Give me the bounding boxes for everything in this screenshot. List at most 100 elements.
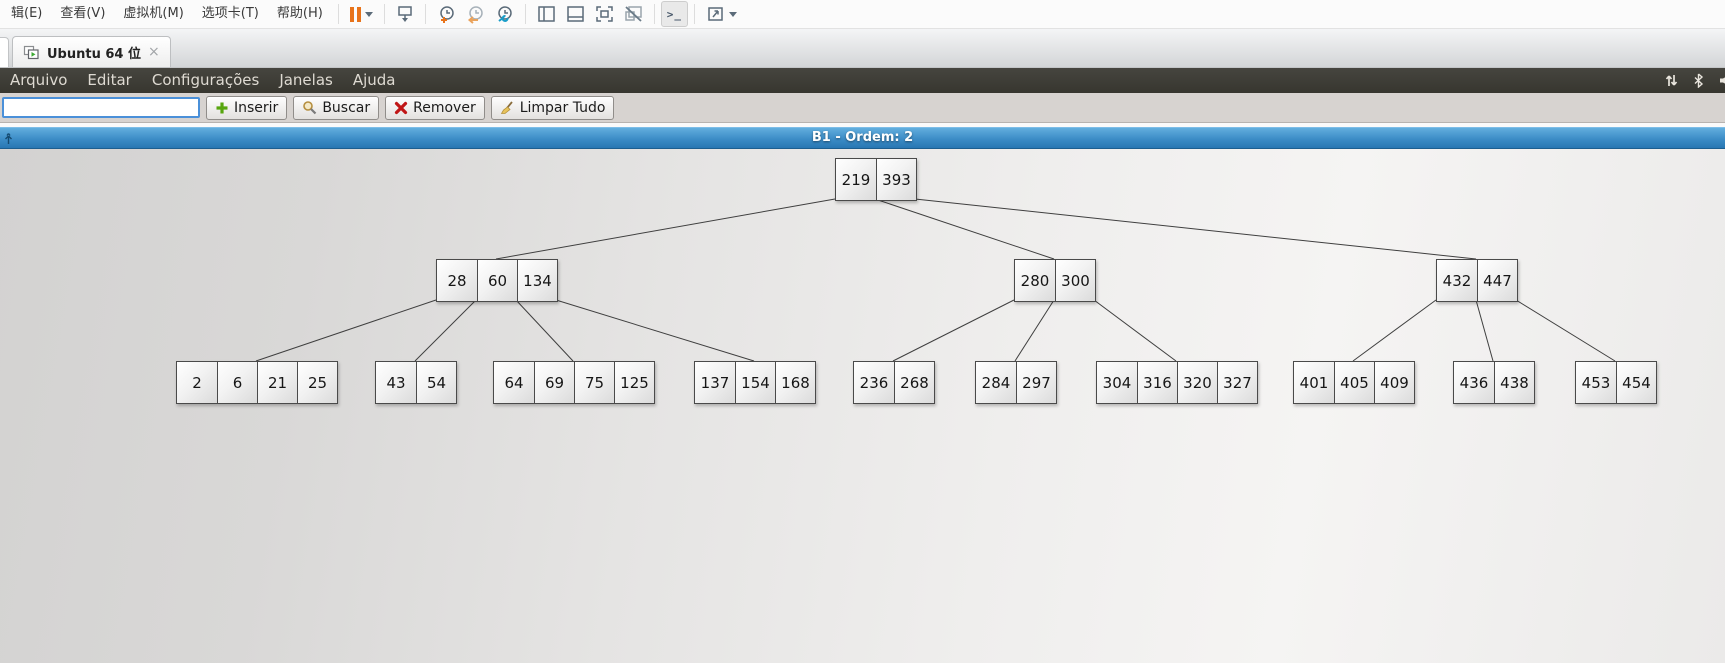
library-panel-icon bbox=[538, 6, 555, 22]
toolbar-separator bbox=[383, 4, 385, 24]
menu-tabs[interactable]: 选项卡(T) bbox=[201, 6, 259, 21]
btree-key-cell: 268 bbox=[894, 362, 934, 403]
btree-key-cell: 64 bbox=[494, 362, 534, 403]
btree-key-cell: 168 bbox=[775, 362, 815, 403]
revert-snapshot-button[interactable] bbox=[461, 1, 490, 27]
toolbar-separator bbox=[524, 4, 526, 24]
guest-menu-janelas[interactable]: Janelas bbox=[279, 71, 333, 89]
menu-view[interactable]: 查看(V) bbox=[60, 6, 106, 21]
console-view-button[interactable]: >_ bbox=[660, 1, 689, 27]
search-icon bbox=[303, 101, 317, 115]
btree-key-cell: 2 bbox=[177, 362, 217, 403]
menu-edit[interactable]: 辑(E) bbox=[11, 6, 43, 21]
btree-key-cell: 60 bbox=[477, 260, 517, 301]
btree-key-cell: 21 bbox=[257, 362, 297, 403]
vmware-toolbar: 辑(E) 查看(V) 虚拟机(M) 选项卡(T) 帮助(H) bbox=[0, 0, 1725, 29]
pause-icon bbox=[349, 6, 361, 22]
menu-help[interactable]: 帮助(H) bbox=[276, 6, 323, 21]
pause-button[interactable] bbox=[345, 1, 378, 27]
btree-edge bbox=[555, 299, 755, 362]
remove-button-label: Remover bbox=[413, 99, 476, 116]
clear-all-button-label: Limpar Tudo bbox=[519, 99, 606, 116]
send-ctrl-alt-del-button[interactable] bbox=[391, 1, 419, 27]
btree-key-cell: 25 bbox=[297, 362, 337, 403]
menu-vm[interactable]: 虚拟机(M) bbox=[123, 6, 184, 21]
guest-menu-ajuda[interactable]: Ajuda bbox=[352, 71, 396, 89]
guest-menu-arquivo[interactable]: Arquivo bbox=[10, 71, 68, 89]
network-arrows-icon[interactable] bbox=[1664, 73, 1679, 88]
btree-key-cell: 43 bbox=[376, 362, 416, 403]
btree-edge bbox=[414, 299, 477, 362]
manage-snapshots-button[interactable] bbox=[490, 1, 519, 27]
clear-all-button[interactable]: Limpar Tudo bbox=[490, 95, 615, 120]
unity-view-icon bbox=[625, 6, 642, 22]
snapshot-revert-icon bbox=[467, 5, 483, 24]
frame-titlebar[interactable]: B1 - Ordem: 2 bbox=[0, 127, 1725, 149]
btree-edge bbox=[1475, 299, 1494, 362]
btree-key-cell: 316 bbox=[1137, 362, 1177, 403]
btree-key-cell: 409 bbox=[1374, 362, 1414, 403]
btree-edge bbox=[1093, 299, 1177, 362]
search-button-label: Buscar bbox=[322, 99, 371, 116]
btree-key-cell: 454 bbox=[1616, 362, 1656, 403]
btree-key-cell: 438 bbox=[1494, 362, 1534, 403]
fullscreen-view-button[interactable] bbox=[590, 1, 619, 27]
remove-button[interactable]: Remover bbox=[385, 95, 485, 120]
btree-key-cell: 304 bbox=[1097, 362, 1137, 403]
expand-screen-button[interactable] bbox=[701, 1, 742, 27]
bluetooth-icon[interactable] bbox=[1693, 73, 1704, 88]
btree-key-cell: 393 bbox=[876, 159, 916, 200]
btree-key-cell: 300 bbox=[1055, 260, 1095, 301]
tab-title: Ubuntu 64 位 bbox=[47, 46, 141, 62]
send-ctrl-alt-del-icon bbox=[398, 6, 412, 22]
unity-view-button[interactable] bbox=[619, 1, 648, 27]
show-thumbnail-bar-button[interactable] bbox=[561, 1, 590, 27]
volume-icon[interactable] bbox=[1718, 73, 1725, 88]
desktop-strip bbox=[0, 123, 1725, 127]
btree-key-cell: 134 bbox=[517, 260, 557, 301]
btree-edges-layer bbox=[255, 198, 1616, 362]
btree-edge bbox=[892, 299, 1015, 362]
tab-partial-home[interactable] bbox=[0, 37, 9, 67]
search-button[interactable]: Buscar bbox=[293, 95, 380, 120]
btree-key-cell: 436 bbox=[1454, 362, 1494, 403]
guest-menubar: Arquivo Editar Configurações Janelas Aju… bbox=[0, 68, 1725, 93]
take-snapshot-button[interactable] bbox=[432, 1, 461, 27]
thumbnail-bar-icon bbox=[567, 6, 584, 22]
tab-ubuntu-vm[interactable]: Ubuntu 64 位 × bbox=[12, 36, 171, 67]
btree-key-cell: 327 bbox=[1217, 362, 1257, 403]
show-library-button[interactable] bbox=[532, 1, 561, 27]
btree-key-cell: 284 bbox=[976, 362, 1016, 403]
fullscreen-view-icon bbox=[596, 6, 613, 22]
key-input[interactable] bbox=[2, 97, 200, 118]
btree-key-cell: 54 bbox=[416, 362, 456, 403]
guest-menu-editar[interactable]: Editar bbox=[87, 71, 132, 89]
chevron-down-icon bbox=[729, 11, 738, 17]
btree-edge bbox=[874, 198, 1055, 260]
btree-key-cell: 219 bbox=[836, 159, 876, 200]
btree-edge bbox=[255, 299, 437, 362]
btree-key-cell: 6 bbox=[217, 362, 257, 403]
btree-key-cell: 69 bbox=[534, 362, 574, 403]
guest-menu-configuracoes[interactable]: Configurações bbox=[151, 71, 260, 89]
btree-key-cell: 137 bbox=[695, 362, 735, 403]
insert-button[interactable]: Inserir bbox=[206, 95, 288, 120]
toolbar-separator bbox=[424, 4, 426, 24]
close-icon[interactable]: × bbox=[147, 44, 160, 60]
btree-edge bbox=[515, 299, 574, 362]
remove-icon bbox=[395, 101, 408, 114]
btree-edge bbox=[1014, 299, 1055, 362]
snapshot-take-icon bbox=[440, 5, 454, 23]
